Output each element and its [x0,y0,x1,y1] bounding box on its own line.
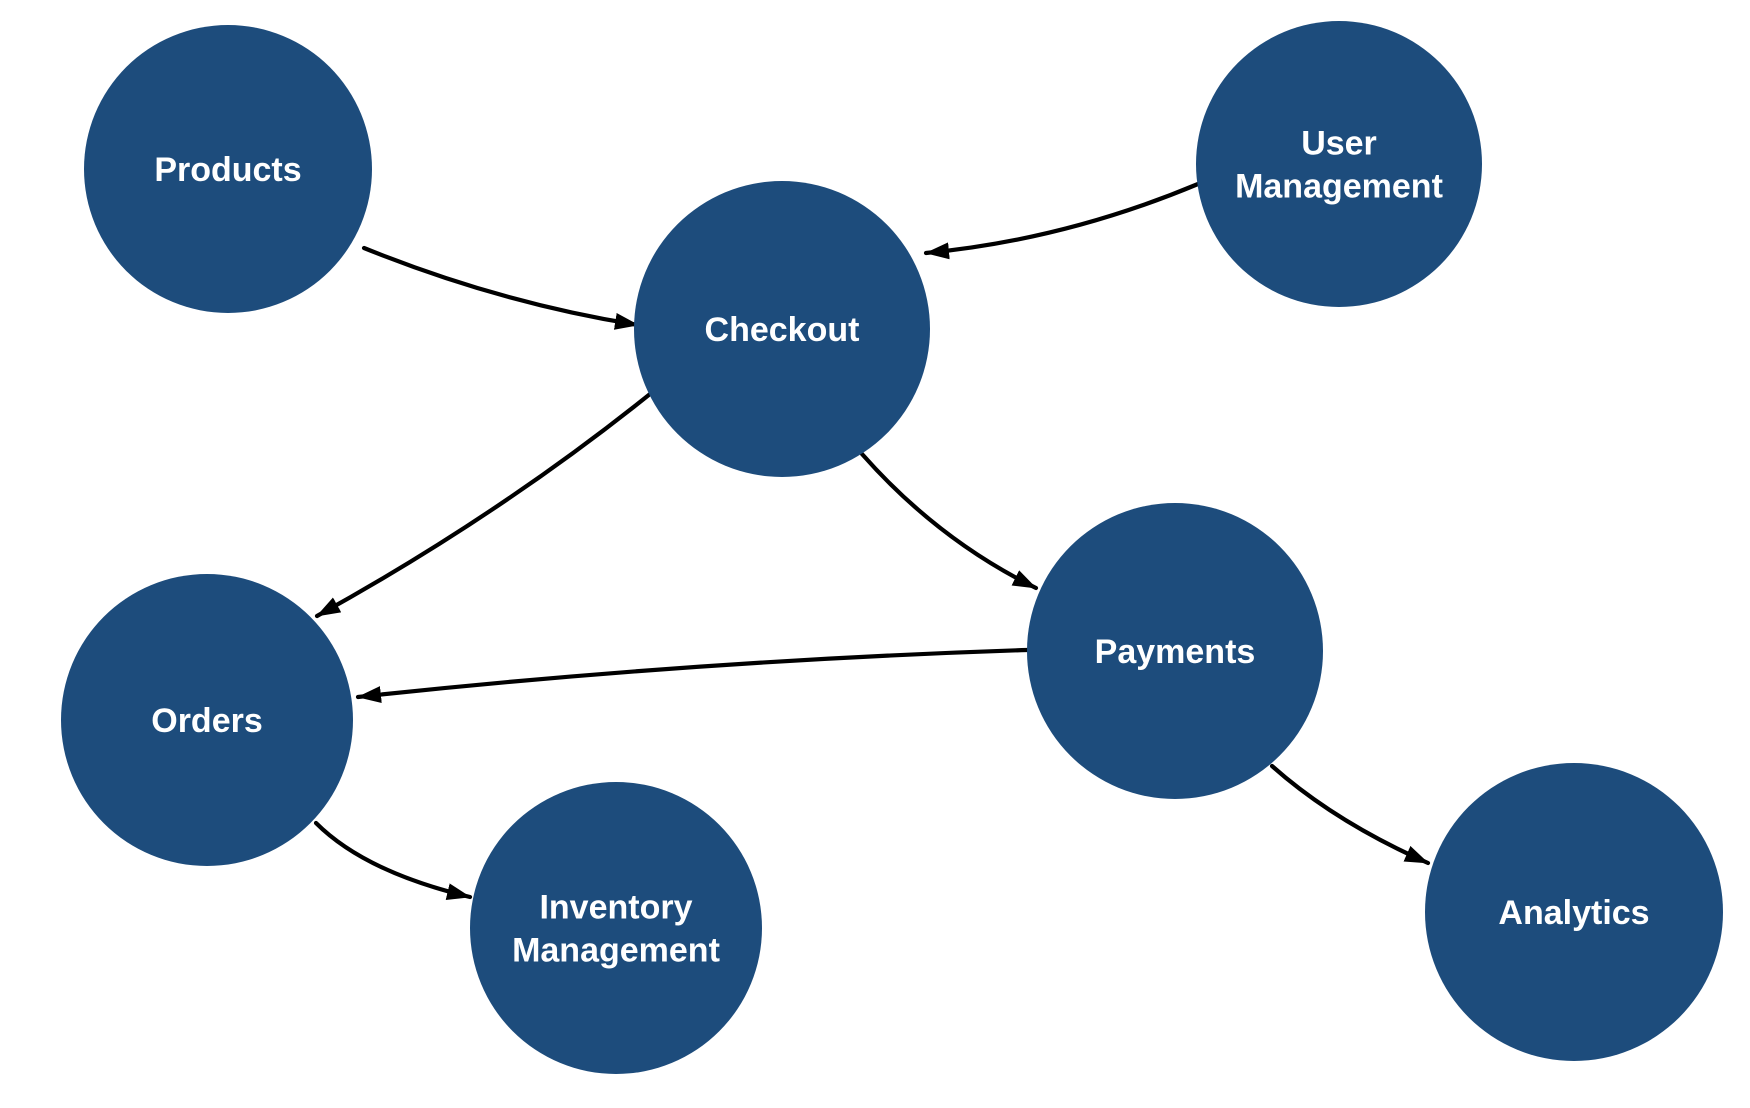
node-circle-payments[interactable] [1027,503,1323,799]
node-circle-orders[interactable] [61,574,353,866]
node-circle-analytics[interactable] [1425,763,1723,1061]
edge-user-management-to-checkout [923,181,1201,260]
edge-products-to-checkout [361,245,641,330]
node-circle-inventory-management[interactable] [470,782,762,1074]
node-products[interactable]: Products [84,25,372,313]
node-payments[interactable]: Payments [1027,503,1323,799]
node-orders[interactable]: Orders [61,574,353,866]
node-circle-user-management[interactable] [1196,21,1482,307]
node-circle-products[interactable] [84,25,372,313]
edge-checkout-to-payments [859,451,1039,591]
node-analytics[interactable]: Analytics [1425,763,1723,1061]
node-checkout[interactable]: Checkout [634,181,930,477]
edge-orders-to-inventory-management [313,820,473,900]
edge-checkout-to-orders [314,387,658,619]
edge-payments-to-analytics [1269,763,1431,866]
node-circle-checkout[interactable] [634,181,930,477]
edge-payments-to-orders [355,647,1030,703]
